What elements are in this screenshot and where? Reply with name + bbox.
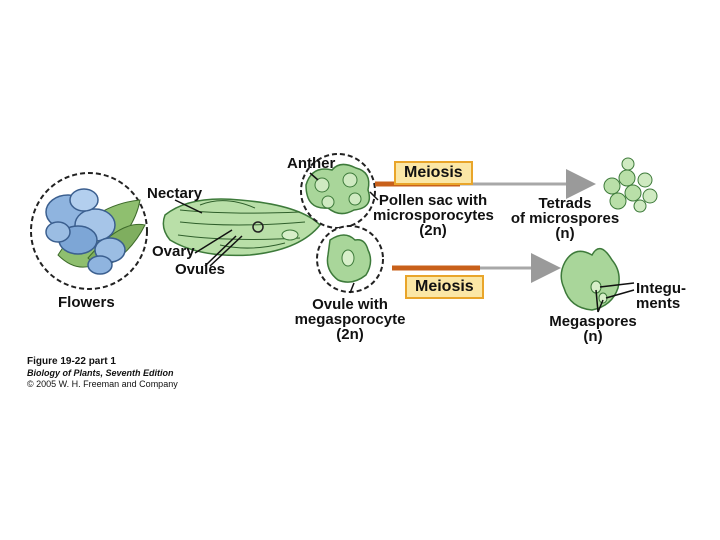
ovule-line2: megasporocyte — [294, 311, 406, 328]
integuments-line1: Integu- — [636, 280, 686, 297]
megaspores-illustration — [560, 247, 620, 311]
tetrads-line3: (n) — [555, 225, 575, 242]
flowers-illustration — [30, 172, 148, 290]
megaspores-line1: Megaspores — [549, 313, 637, 330]
megaspores-line2: (n) — [583, 328, 603, 345]
figure-caption: Figure 19-22 part 1 — [27, 356, 116, 367]
tetrads-label: Tetrads of microspores (n) — [505, 196, 625, 241]
tetrads-line1: Tetrads — [538, 195, 592, 212]
integuments-label: Integu- ments — [636, 281, 686, 311]
ovary-label: Ovary — [152, 243, 195, 260]
ovule-megasporocyte-label: Ovule with megasporocyte (2n) — [285, 297, 415, 342]
pollen-sac-line3: (2n) — [419, 222, 447, 239]
ovules-label: Ovules — [175, 261, 226, 278]
tetrads-illustration — [603, 157, 658, 213]
pointer-lines — [174, 172, 635, 313]
ovule-line3: (2n) — [336, 326, 364, 343]
meiosis-box-bottom: Meiosis — [405, 275, 484, 299]
ovule-illustration — [316, 225, 384, 293]
nectary-label: Nectary — [147, 185, 203, 202]
pollen-sac-line1: Pollen sac with — [378, 192, 488, 209]
anther-label: Anther — [287, 155, 336, 172]
flowers-label: Flowers — [58, 294, 115, 311]
integuments-line2: ments — [636, 295, 681, 312]
flower-section-illustration — [162, 198, 322, 257]
tetrads-line2: of microspores — [510, 210, 620, 227]
megaspores-label: Megaspores (n) — [543, 314, 643, 344]
copyright-caption: © 2005 W. H. Freeman and Company — [27, 379, 178, 389]
meiosis-box-top: Meiosis — [394, 161, 473, 185]
pollen-sac-label: Pollen sac with microsporocytes (2n) — [373, 192, 494, 239]
pollen-sac-illustration — [300, 153, 376, 229]
book-caption: Biology of Plants, Seventh Edition — [27, 368, 174, 378]
ovule-line1: Ovule with — [312, 296, 388, 313]
pollen-sac-line2: microsporocytes — [373, 207, 494, 224]
